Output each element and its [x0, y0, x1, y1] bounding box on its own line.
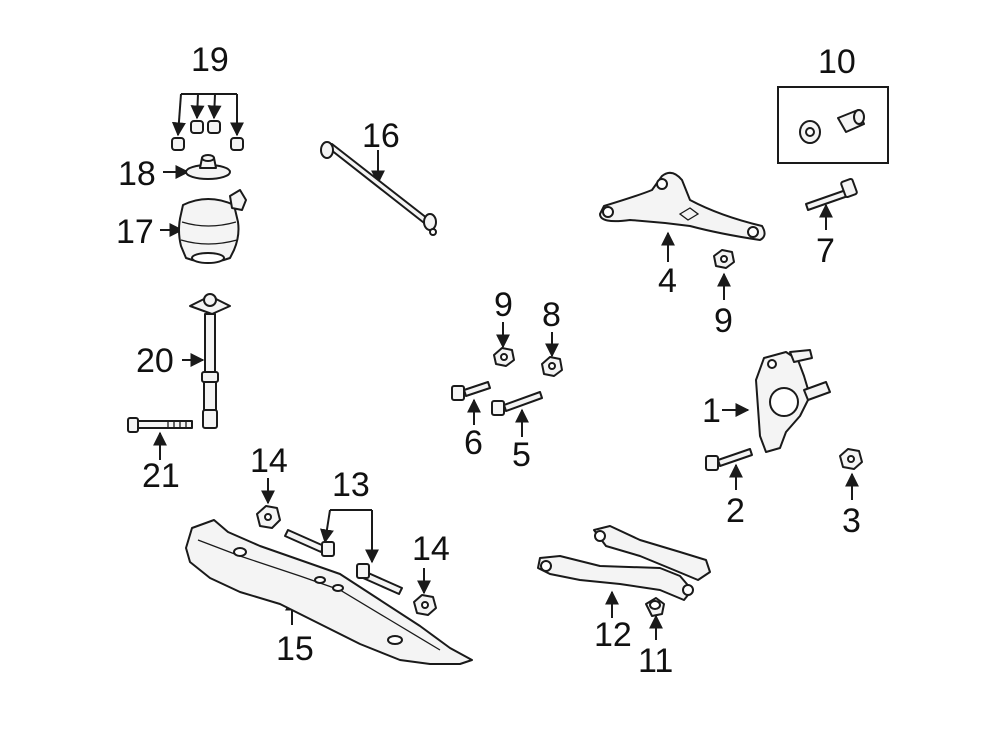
part-18-upper-mount[interactable]: [163, 154, 231, 180]
part-2-bolt[interactable]: [705, 448, 753, 490]
part-19-nuts[interactable]: [171, 93, 244, 151]
part-8-nut[interactable]: [541, 332, 563, 377]
callout-6: 6: [464, 424, 483, 462]
callout-13: 13: [332, 466, 370, 504]
callout-labels: 19 18 17 20 21 16 10 7 4 9 9 8 6 5 1 2 3…: [116, 41, 861, 680]
callout-9-center: 9: [494, 286, 513, 324]
callout-16: 16: [362, 117, 400, 155]
part-11-bushing[interactable]: [645, 597, 665, 640]
part-10-bushing-kit[interactable]: [777, 86, 889, 164]
part-1-knuckle[interactable]: [722, 349, 831, 453]
part-9-nut-center[interactable]: [493, 322, 515, 367]
part-5-bolt[interactable]: [491, 391, 543, 437]
part-15-crossmember[interactable]: [185, 519, 473, 665]
part-13-bolts[interactable]: [284, 509, 403, 595]
callout-1: 1: [702, 392, 721, 430]
callout-7: 7: [816, 232, 835, 270]
callout-14-right: 14: [412, 530, 450, 568]
part-16-stabilizer-link[interactable]: [320, 141, 437, 236]
callout-2: 2: [726, 492, 745, 530]
part-4-upper-control-arm[interactable]: [599, 171, 766, 262]
part-9-nut-upper[interactable]: [713, 249, 735, 300]
part-6-bolt[interactable]: [451, 381, 491, 425]
part-17-air-spring[interactable]: [160, 189, 247, 264]
callout-15: 15: [276, 630, 314, 668]
callout-8: 8: [542, 296, 561, 334]
callout-11: 11: [638, 642, 673, 680]
part-14-nut-left[interactable]: [256, 478, 281, 529]
part-12-lower-control-arm[interactable]: [537, 525, 711, 618]
callout-12: 12: [594, 616, 632, 654]
callout-14-left: 14: [250, 442, 288, 480]
callout-10: 10: [818, 43, 856, 81]
part-7-bolt[interactable]: [805, 177, 858, 230]
part-3-nut[interactable]: [839, 448, 863, 500]
callout-5: 5: [512, 436, 531, 474]
part-14-nut-right[interactable]: [413, 568, 437, 616]
callout-17: 17: [116, 213, 154, 251]
part-21-bolt[interactable]: [127, 417, 193, 460]
callout-9-upper: 9: [714, 302, 733, 340]
callout-18: 18: [118, 155, 156, 193]
callout-4: 4: [658, 262, 677, 300]
callout-3: 3: [842, 502, 861, 540]
callout-19: 19: [191, 41, 229, 79]
callout-21: 21: [142, 457, 180, 495]
part-20-shock-absorber[interactable]: [182, 293, 231, 429]
callout-20: 20: [136, 342, 174, 380]
